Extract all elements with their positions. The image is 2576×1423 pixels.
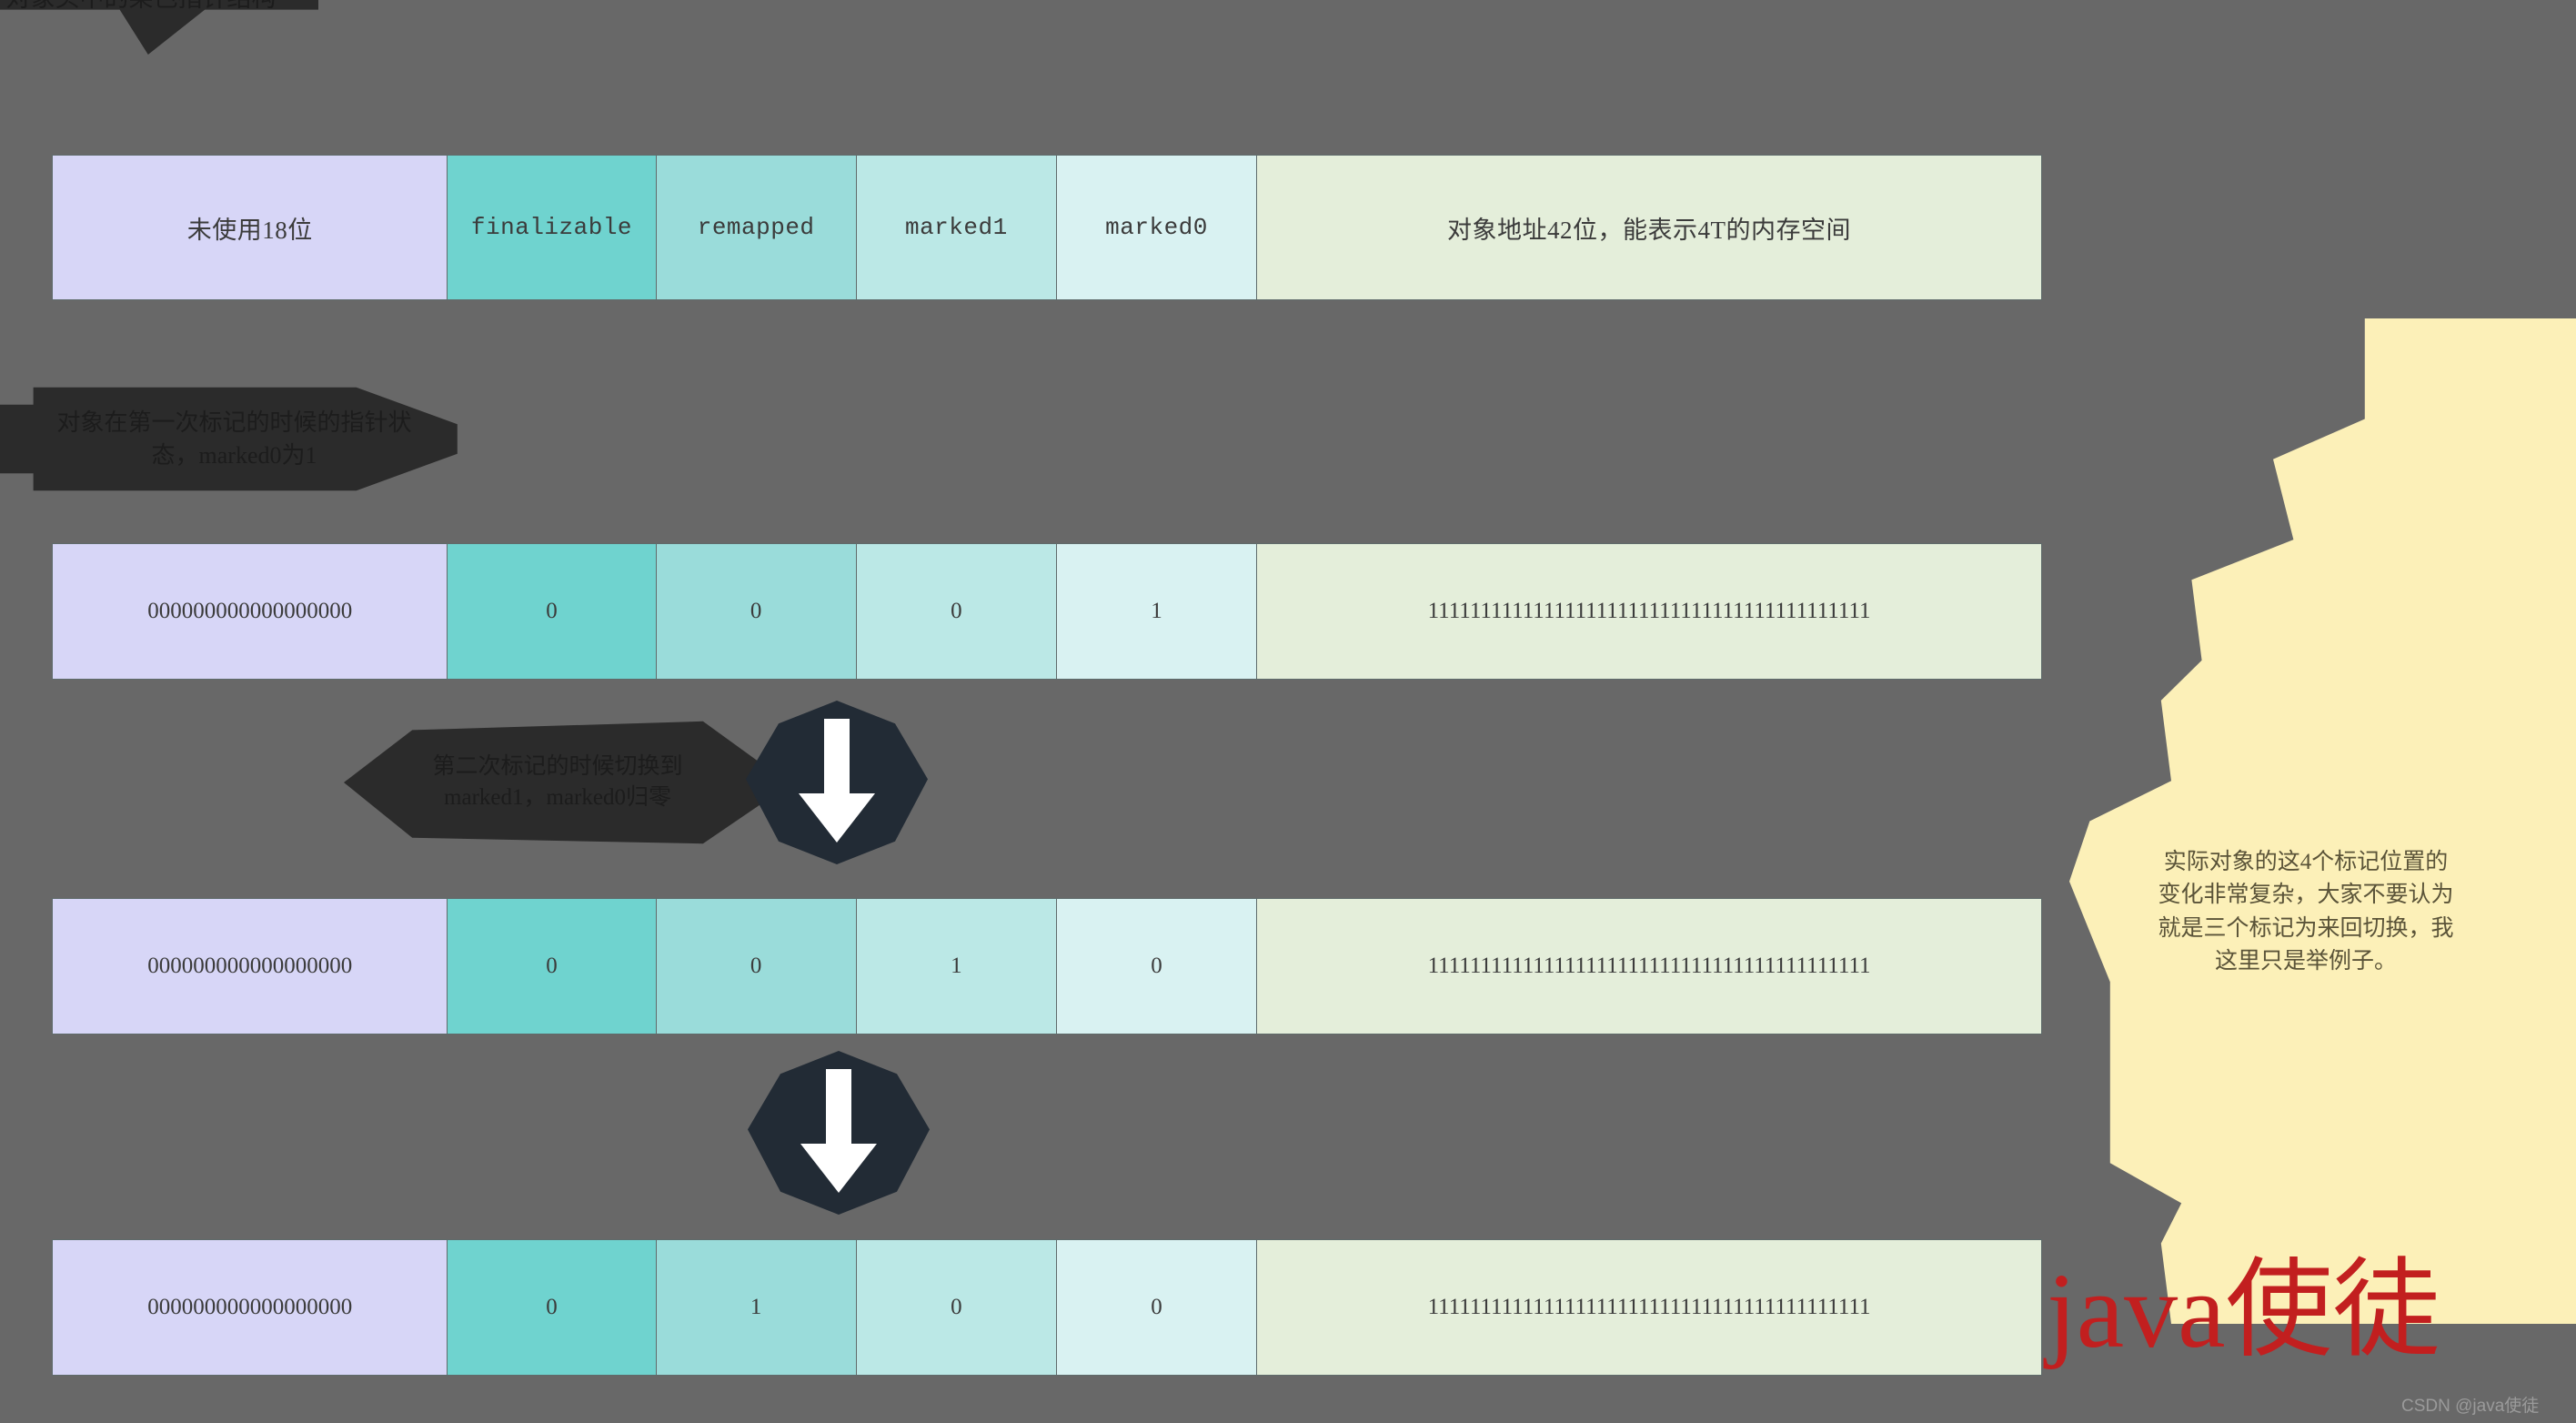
bit-table-row: 000000000000000000 0 1 0 0 1111111111111… [52,1239,2042,1376]
row-cell-finalizable: 0 [448,1240,657,1375]
header-cell-remapped: remapped [656,156,857,299]
header-cell-finalizable: finalizable [448,156,657,299]
explanatory-note: 实际对象的这4个标记位置的变化非常复杂，大家不要认为就是三个标记为来回切换，我这… [2069,318,2576,1324]
header-cell-unused: 未使用18位 [53,156,448,299]
row-cell-address: 1111111111111111111111111111111111111111… [1257,899,2041,1034]
callout-middle-left: 对象在第一次标记的时候的指针状态，marked0为1 [0,387,458,491]
callout-top-left-text: 对象头中的染色指针结构 [6,0,277,15]
watermark-credit: CSDN @java使徒 [2401,1397,2540,1416]
row-cell-finalizable: 0 [448,544,657,679]
row-cell-marked1: 1 [856,899,1057,1034]
row-cell-marked1: 0 [856,1240,1057,1375]
bit-table-row: 000000000000000000 0 0 0 1 1111111111111… [52,543,2042,680]
callout-arrow-note: 第二次标记的时候切换到marked1，marked0归零 [344,721,771,844]
row-cell-unused: 000000000000000000 [53,544,448,679]
callout-top-left: 对象头中的染色指针结构 [0,0,318,55]
row-cell-finalizable: 0 [448,899,657,1034]
header-cell-marked0: marked0 [1056,156,1258,299]
header-cell-marked1: marked1 [856,156,1057,299]
row-cell-marked0: 0 [1056,899,1258,1034]
down-arrow-icon [800,1069,877,1193]
callout-middle-left-text: 对象在第一次标记的时候的指针状态，marked0为1 [56,409,412,469]
row-cell-remapped: 0 [656,544,857,679]
bit-table-row: 000000000000000000 0 0 1 0 1111111111111… [52,898,2042,1034]
arrow-badge-2 [748,1051,930,1215]
row-cell-unused: 000000000000000000 [53,899,448,1034]
bit-table-header: 未使用18位 finalizable remapped marked1 mark… [52,155,2042,300]
row-cell-marked0: 0 [1056,1240,1258,1375]
row-cell-address: 1111111111111111111111111111111111111111… [1257,1240,2041,1375]
arrow-badge-1 [746,701,928,864]
row-cell-remapped: 0 [656,899,857,1034]
callout-arrow-note-text: 第二次标记的时候切换到marked1，marked0归零 [432,754,683,810]
row-cell-address: 1111111111111111111111111111111111111111… [1257,544,2041,679]
row-cell-marked1: 0 [856,544,1057,679]
row-cell-marked0: 1 [1056,544,1258,679]
down-arrow-icon [799,719,875,843]
header-cell-address: 对象地址42位，能表示4T的内存空间 [1257,156,2041,299]
row-cell-unused: 000000000000000000 [53,1240,448,1375]
explanatory-note-text: 实际对象的这4个标记位置的变化非常复杂，大家不要认为就是三个标记为来回切换，我这… [2158,850,2454,974]
row-cell-remapped: 1 [656,1240,857,1375]
